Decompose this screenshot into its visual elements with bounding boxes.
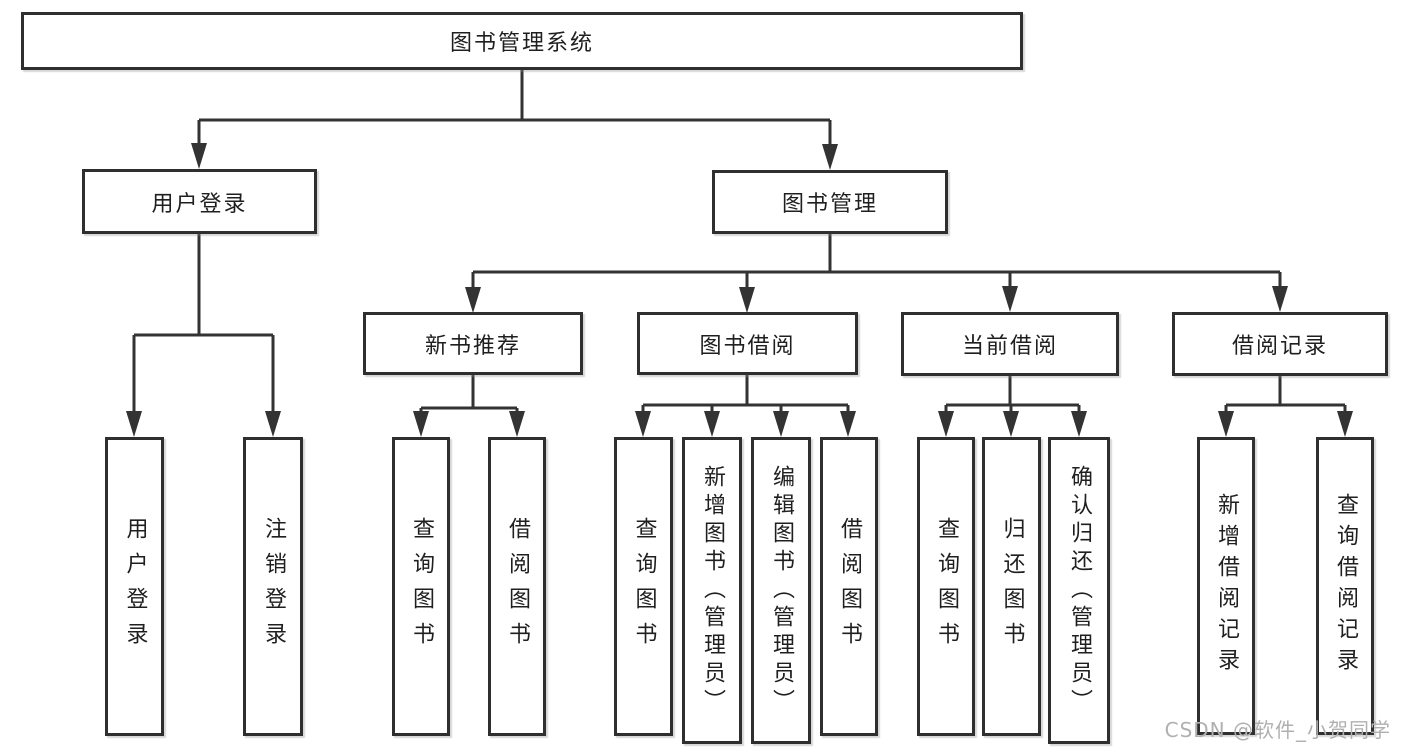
node-borrowing-records: 借阅记录 (1172, 312, 1388, 376)
leaf-return-book: 归还图书 (982, 437, 1041, 736)
node-current-borrowing: 当前借阅 (901, 312, 1119, 376)
leaf-add-borrow-record: 新增借阅记录 (1197, 437, 1255, 735)
leaf-add-book-admin: 新增图书（管理员） (682, 437, 742, 744)
node-library-management-system: 图书管理系统 (21, 12, 1023, 70)
leaf-user-login: 用户登录 (105, 437, 164, 736)
node-book-borrowing: 图书借阅 (637, 312, 858, 375)
node-book-management: 图书管理 (712, 170, 948, 234)
leaf-query-book-borrowing: 查询图书 (614, 437, 673, 736)
leaf-borrow-book-recommend: 借阅图书 (488, 437, 546, 736)
node-new-book-recommendation: 新书推荐 (363, 312, 583, 375)
csdn-watermark: CSDN @软件_小贺同学 (1164, 718, 1391, 742)
node-user-login: 用户登录 (82, 169, 317, 234)
leaf-edit-book-admin: 编辑图书（管理员） (751, 437, 811, 744)
leaf-query-borrow-record: 查询借阅记录 (1316, 437, 1374, 735)
leaf-query-book-recommend: 查询图书 (392, 437, 450, 736)
leaf-query-book-current: 查询图书 (917, 437, 975, 736)
leaf-confirm-return-admin: 确认归还（管理员） (1048, 437, 1110, 744)
leaf-logout: 注销登录 (243, 437, 303, 736)
leaf-borrow-book: 借阅图书 (820, 437, 878, 736)
